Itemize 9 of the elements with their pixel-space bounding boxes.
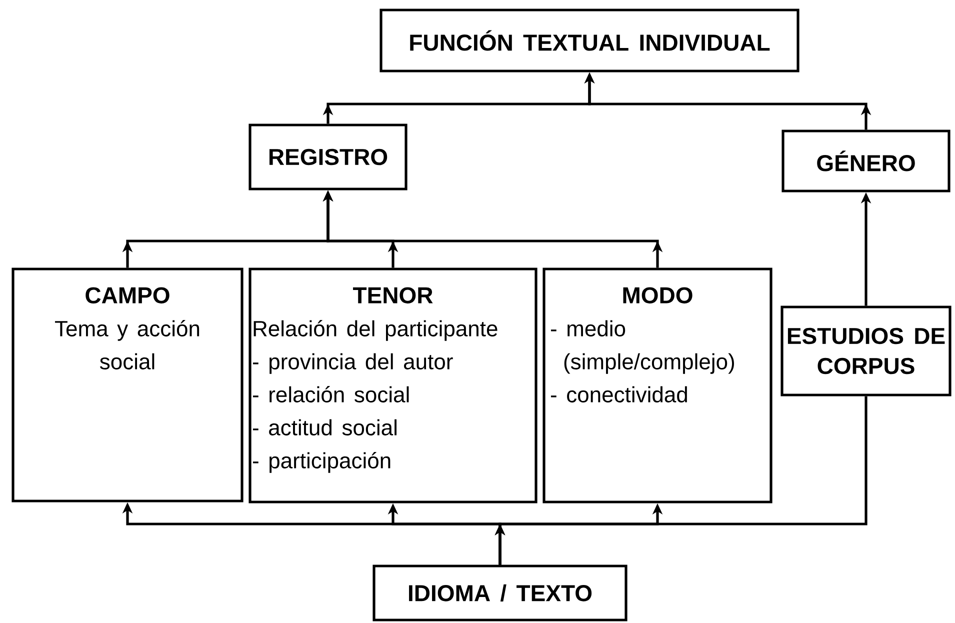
arrow	[494, 396, 868, 565]
label-box: REGISTRO	[248, 124, 408, 190]
content-box: TENOR Relación del participante - provincia del autor - relación social - actitud social - participación	[248, 268, 538, 504]
label-box: ESTUDIOS DE CORPUS	[780, 306, 952, 396]
content-box: CAMPO Tema y acción social	[12, 268, 244, 502]
label-box: GÉNERO	[782, 130, 950, 192]
label-box: FUNCIÓN TEXTUAL INDIVIDUAL	[380, 8, 800, 72]
content-box: MODO - medio (simple/complejo) - conectividad	[542, 268, 772, 504]
label-box: IDIOMA / TEXTO	[372, 564, 628, 622]
